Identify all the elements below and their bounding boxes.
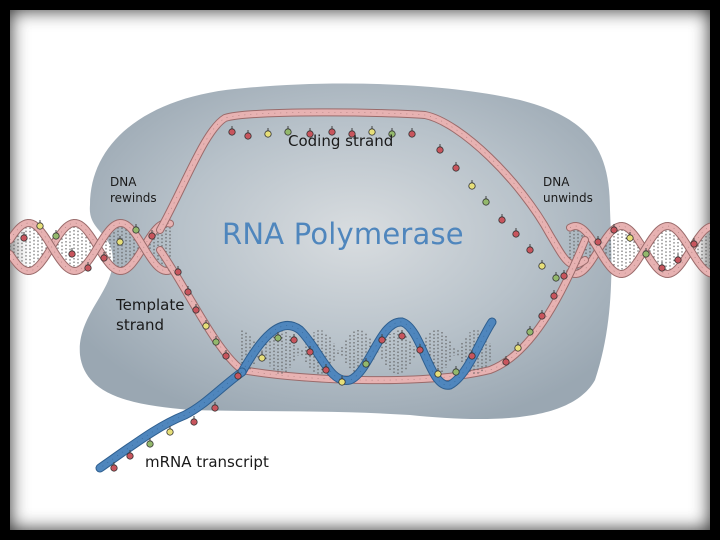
nucleotide <box>166 428 174 436</box>
coding-strand <box>156 108 589 269</box>
nucleotide <box>512 230 520 238</box>
right-helix-strand-a <box>566 221 710 279</box>
nucleotide <box>378 336 386 344</box>
nucleotide <box>610 226 618 234</box>
nucleotide <box>212 338 220 346</box>
nucleotide <box>322 366 330 374</box>
coding-strand-label: Coding strand <box>288 132 394 150</box>
nucleotide <box>498 216 506 224</box>
dna-unwinds-label-line1: DNA <box>543 175 570 189</box>
nucleotide <box>388 130 396 138</box>
nucleotide <box>306 130 314 138</box>
right-helix-strand-b-ticks <box>569 225 710 275</box>
mrna-transcript-strand-fill <box>96 368 246 472</box>
nucleotide <box>560 272 568 280</box>
nucleotide <box>36 222 44 230</box>
template-strand-fill <box>157 237 588 384</box>
nucleotide <box>202 322 210 330</box>
nucleotide <box>146 440 154 448</box>
nucleotide <box>436 146 444 154</box>
nucleotide <box>468 182 476 190</box>
nucleotide <box>184 288 192 296</box>
nucleotide <box>68 250 76 258</box>
dna-rewinds-label-line1: DNA <box>110 175 137 189</box>
mrna-transcript-strand <box>95 367 247 473</box>
nucleotide <box>514 344 522 352</box>
rna-hybrid-strand <box>237 317 497 390</box>
nucleotide <box>502 358 510 366</box>
nucleotide <box>328 128 336 136</box>
nucleotide <box>126 452 134 460</box>
nucleotide <box>550 292 558 300</box>
nucleotide <box>290 336 298 344</box>
nucleotide <box>192 306 200 314</box>
nucleotide <box>234 372 242 380</box>
nucleotide <box>222 352 230 360</box>
nucleotide <box>452 368 460 376</box>
nucleotide <box>408 130 416 138</box>
template-strand <box>156 236 589 385</box>
nucleotide <box>642 250 650 258</box>
nucleotide <box>132 226 140 234</box>
nucleotide <box>538 312 546 320</box>
rna-hybrid-strand-ticks <box>241 321 493 386</box>
nucleotide <box>174 268 182 276</box>
nucleotide <box>690 240 698 248</box>
nucleotide <box>434 370 442 378</box>
nucleotide <box>264 130 272 138</box>
nucleotide <box>244 132 252 140</box>
nucleotide <box>674 256 682 264</box>
nucleotide <box>284 128 292 136</box>
dna-rewinds-label-line2: rewinds <box>110 191 157 205</box>
nucleotide <box>116 238 124 246</box>
dna-unwinds-label-line2: unwinds <box>543 191 593 205</box>
nucleotide <box>338 378 346 386</box>
nucleotide <box>190 418 198 426</box>
transcription-diagram <box>10 83 710 473</box>
nucleotide <box>526 246 534 254</box>
nucleotide <box>211 404 219 412</box>
nucleotide <box>306 348 314 356</box>
nucleotide <box>626 234 634 242</box>
nucleotide <box>658 264 666 272</box>
nucleotide <box>538 262 546 270</box>
nucleotide <box>368 128 376 136</box>
nucleotide <box>110 464 118 472</box>
nucleotide <box>52 232 60 240</box>
nucleotide <box>452 164 460 172</box>
nucleotide <box>482 198 490 206</box>
nucleotide <box>552 274 560 282</box>
template-strand-label-line1: Template <box>116 296 185 314</box>
nucleotide <box>348 130 356 138</box>
nucleotide <box>100 254 108 262</box>
nucleotide <box>258 354 266 362</box>
nucleotide <box>526 328 534 336</box>
nucleotide <box>362 360 370 368</box>
nucleotide <box>274 334 282 342</box>
nucleotide <box>84 264 92 272</box>
nucleotide <box>468 352 476 360</box>
right-helix-strand-b <box>566 221 710 279</box>
nucleotide <box>20 234 28 242</box>
nucleotide <box>416 346 424 354</box>
right-helix-strand-a-ticks <box>569 225 710 275</box>
template-strand-label-line2: strand <box>116 316 165 334</box>
coding-strand-ticks <box>159 112 586 265</box>
nucleotide <box>398 332 406 340</box>
mrna-transcript-label: mRNA transcript <box>145 453 269 471</box>
rna-polymerase-label: RNA Polymerase <box>222 217 464 251</box>
nucleotide <box>148 232 156 240</box>
diagram-canvas: RNA Polymerase Coding strand DNA rewinds… <box>10 10 710 530</box>
nucleotide <box>228 128 236 136</box>
nucleotide <box>594 238 602 246</box>
